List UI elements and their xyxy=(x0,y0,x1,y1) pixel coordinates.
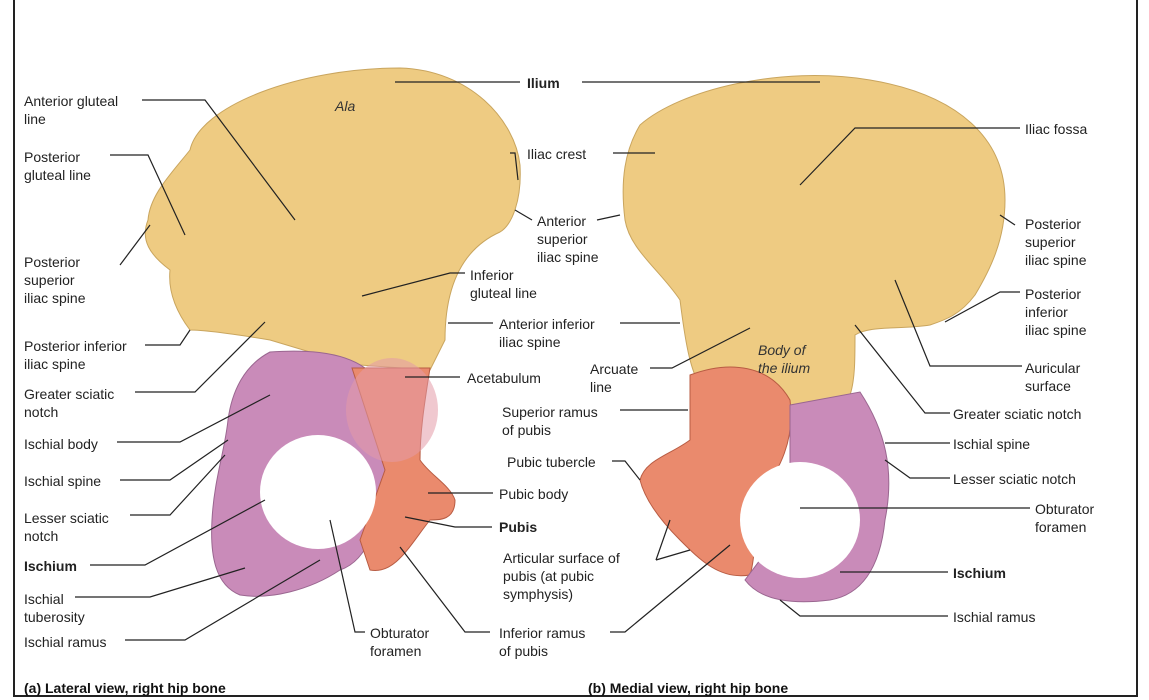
caption-medial-view: (b) Medial view, right hip bone xyxy=(588,680,788,696)
label-ischial-spine-b: Ischial spine xyxy=(953,435,1030,453)
label-inferior-gluteal-line: Inferior gluteal line xyxy=(470,266,537,302)
acetabulum-lateral xyxy=(346,358,438,462)
label-pubic-tubercle: Pubic tubercle xyxy=(507,453,596,471)
label-ala: Ala xyxy=(335,97,355,115)
label-posterior-inferior-iliac-spine-a: Posterior inferior iliac spine xyxy=(24,337,127,373)
leader-pii-a xyxy=(145,330,190,345)
label-auricular-surface: Auricular surface xyxy=(1025,359,1080,395)
leader-lesser-sciatic-a xyxy=(130,455,225,515)
leader-lesser-sciatic-b xyxy=(885,460,950,478)
leader-greater-sciatic-b xyxy=(855,325,950,413)
label-greater-sciatic-notch-a: Greater sciatic notch xyxy=(24,385,114,421)
label-anterior-inferior-iliac-spine: Anterior inferior iliac spine xyxy=(499,315,595,351)
label-iliac-crest: Iliac crest xyxy=(527,145,586,163)
leader-ischial-ramus-b xyxy=(780,600,948,616)
label-iliac-fossa: Iliac fossa xyxy=(1025,120,1087,138)
leader-ischial-spine-a xyxy=(120,440,228,480)
leader-asis-b xyxy=(597,215,620,220)
label-lesser-sciatic-notch-a: Lesser sciatic notch xyxy=(24,509,109,545)
leader-articular-2 xyxy=(656,550,690,560)
label-ischium-b: Ischium xyxy=(953,564,1006,582)
label-ilium: Ilium xyxy=(527,74,560,92)
label-posterior-superior-iliac-spine-a: Posterior superior iliac spine xyxy=(24,253,85,307)
obturator-foramen-medial xyxy=(740,462,860,578)
leader-inferior-ramus-a xyxy=(400,547,490,632)
label-body-of-the-ilium: Body of the ilium xyxy=(758,341,810,377)
medial-view-bone xyxy=(623,76,1005,602)
label-posterior-inferior-iliac-spine-b: Posterior inferior iliac spine xyxy=(1025,285,1086,339)
label-pubic-body: Pubic body xyxy=(499,485,568,503)
label-ischial-ramus-b: Ischial ramus xyxy=(953,608,1035,626)
label-ischium-a: Ischium xyxy=(24,557,77,575)
leader-articular-1 xyxy=(656,520,670,560)
label-ischial-body: Ischial body xyxy=(24,435,98,453)
label-obturator-foramen-a: Obturator foramen xyxy=(370,624,429,660)
leader-asis-a xyxy=(515,210,532,220)
label-obturator-foramen-b: Obturator foramen xyxy=(1035,500,1094,536)
ilium-lateral xyxy=(145,68,520,370)
label-arcuate-line: Arcuate line xyxy=(590,360,638,396)
label-posterior-gluteal-line: Posterior gluteal line xyxy=(24,148,91,184)
label-lesser-sciatic-notch-b: Lesser sciatic notch xyxy=(953,470,1076,488)
label-anterior-superior-iliac-spine: Anterior superior iliac spine xyxy=(537,212,598,266)
label-posterior-superior-iliac-spine-b: Posterior superior iliac spine xyxy=(1025,215,1086,269)
label-inferior-ramus-of-pubis: Inferior ramus of pubis xyxy=(499,624,585,660)
label-ischial-spine-a: Ischial spine xyxy=(24,472,101,490)
label-anterior-gluteal-line: Anterior gluteal line xyxy=(24,92,118,128)
label-articular-surface-of-pubis: Articular surface of pubis (at pubic sym… xyxy=(503,549,620,603)
label-greater-sciatic-notch-b: Greater sciatic notch xyxy=(953,405,1081,423)
label-ischial-tuberosity: Ischial tuberosity xyxy=(24,590,85,626)
leader-pubic-tubercle xyxy=(612,461,640,480)
label-ischial-ramus-a: Ischial ramus xyxy=(24,633,106,651)
label-superior-ramus-of-pubis: Superior ramus of pubis xyxy=(502,403,598,439)
lateral-view-bone xyxy=(145,68,520,596)
label-pubis: Pubis xyxy=(499,518,537,536)
caption-lateral-view: (a) Lateral view, right hip bone xyxy=(24,680,226,696)
leader-psis-a xyxy=(120,225,150,265)
obturator-foramen-lateral xyxy=(260,435,376,549)
label-acetabulum: Acetabulum xyxy=(467,369,541,387)
